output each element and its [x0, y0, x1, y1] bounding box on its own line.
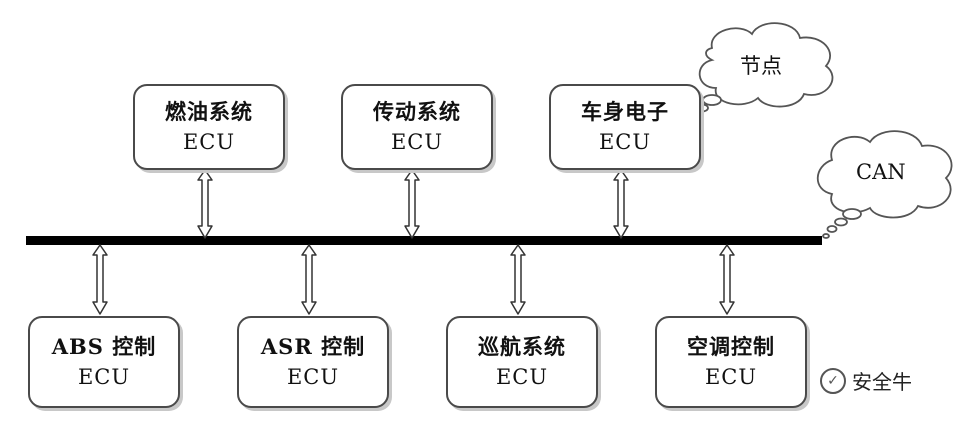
- watermark: ✓ 安全牛: [820, 366, 912, 395]
- ecu-label: ABS 控制: [51, 334, 157, 359]
- ecu-label: 车身电子: [581, 99, 669, 124]
- ecu-sub-label: ECU: [286, 365, 340, 389]
- ecu-sub-label: ECU: [390, 130, 444, 154]
- ecu-sub-label: ECU: [495, 365, 549, 389]
- ecu-label: 传动系统: [373, 99, 461, 124]
- connector-arrow-top-1: [197, 169, 213, 239]
- connector-arrow-top-2: [404, 169, 420, 239]
- ecu-sub-label: ECU: [77, 365, 131, 389]
- wechat-icon: ✓: [820, 367, 846, 394]
- can-callout-label: CAN: [856, 160, 906, 184]
- connector-arrow-bottom-4: [719, 244, 735, 315]
- ecu-transmission-system: 传动系统 ECU: [341, 84, 493, 170]
- ecu-label: 燃油系统: [165, 99, 253, 124]
- can-bus-line: [26, 236, 822, 245]
- watermark-text: 安全牛: [852, 370, 912, 394]
- ecu-fuel-system: 燃油系统 ECU: [133, 84, 285, 170]
- ecu-label: 空调控制: [687, 334, 775, 359]
- ecu-body-electronics: 车身电子 ECU: [549, 84, 701, 170]
- connector-arrow-bottom-1: [92, 244, 108, 315]
- ecu-asr-control: ASR 控制 ECU: [237, 316, 389, 408]
- ecu-cruise-system: 巡航系统 ECU: [446, 316, 598, 408]
- node-callout-cloud: [690, 22, 834, 117]
- ecu-label: 巡航系统: [478, 334, 566, 359]
- connector-arrow-bottom-2: [301, 244, 317, 315]
- ecu-abs-control: ABS 控制 ECU: [28, 316, 180, 408]
- ecu-sub-label: ECU: [598, 130, 652, 154]
- node-callout-label: 节点: [740, 54, 782, 78]
- ecu-sub-label: ECU: [704, 365, 758, 389]
- ecu-ac-control: 空调控制 ECU: [655, 316, 807, 408]
- connector-arrow-bottom-3: [510, 244, 526, 315]
- ecu-sub-label: ECU: [182, 130, 236, 154]
- connector-arrow-top-3: [613, 169, 629, 239]
- ecu-label: ASR 控制: [260, 334, 366, 359]
- can-callout-cloud: [816, 130, 953, 239]
